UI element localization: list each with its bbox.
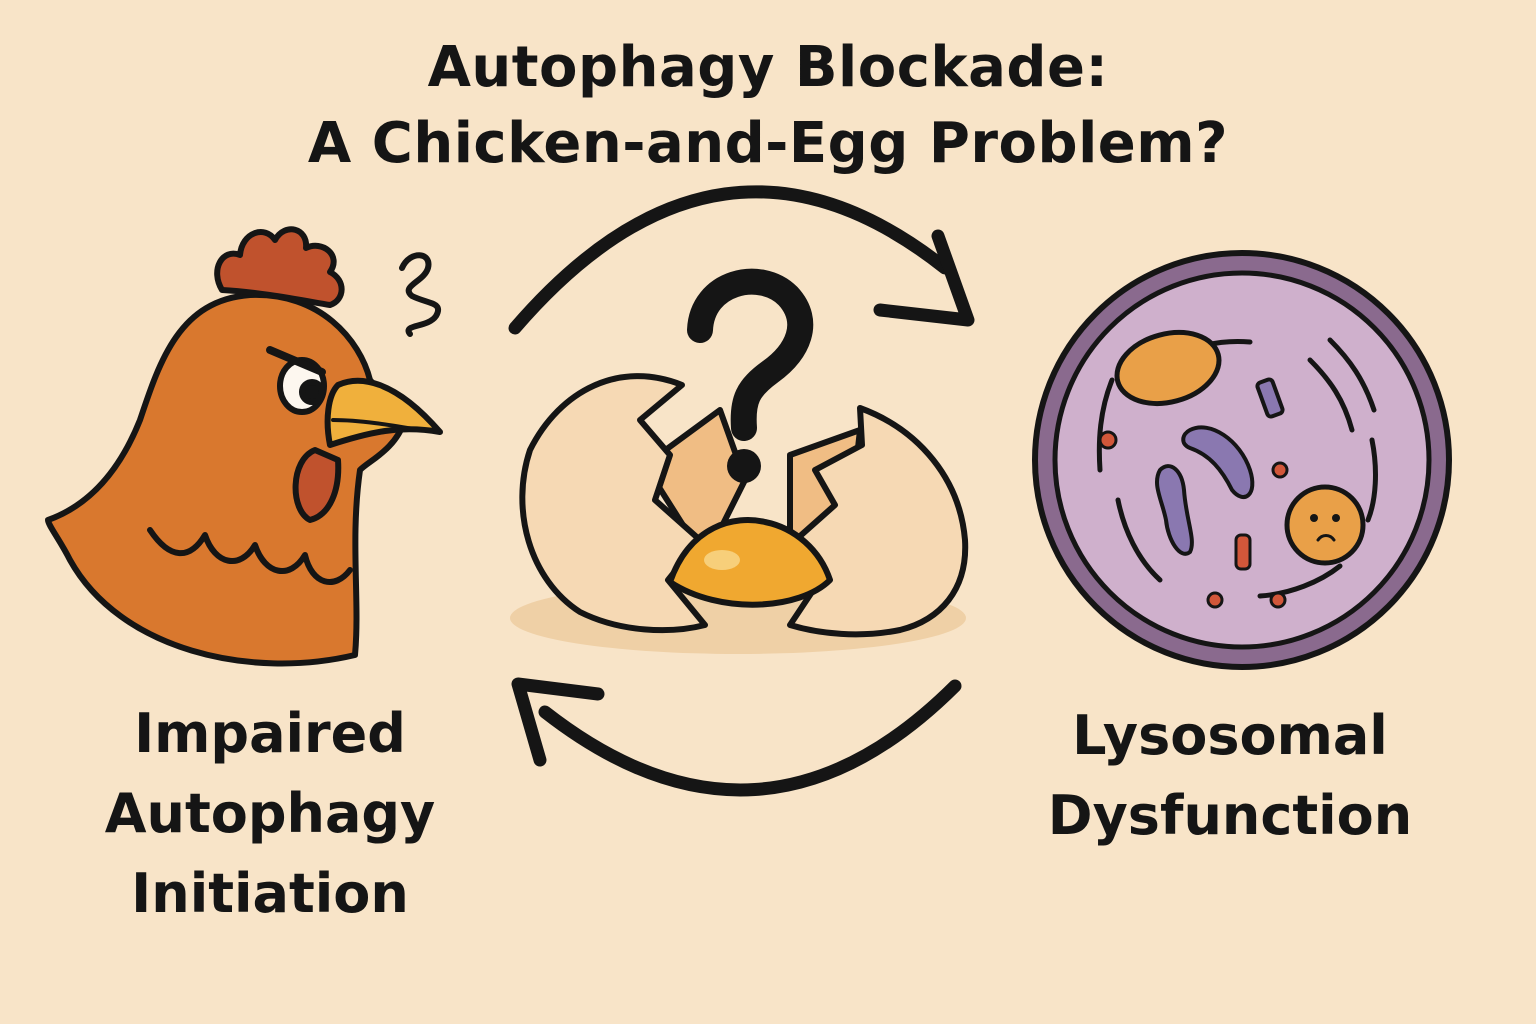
cycle-arrow-top — [508, 185, 975, 335]
label-line: Lysosomal — [1072, 704, 1388, 767]
confused-squiggle-icon — [399, 252, 441, 337]
label-line: Initiation — [131, 862, 409, 925]
lysosomal-dysfunction-label: Lysosomal Dysfunction — [1020, 696, 1440, 856]
label-line: Dysfunction — [1047, 784, 1413, 847]
title-line-2: A Chicken-and-Egg Problem? — [307, 111, 1229, 176]
cell-icon — [1032, 250, 1452, 670]
label-line: Impaired — [134, 702, 406, 765]
question-mark-icon — [687, 268, 814, 483]
cycle-arrow-bottom — [511, 677, 962, 797]
cracked-egg-icon — [510, 373, 969, 654]
label-line: Autophagy — [104, 782, 436, 845]
impaired-autophagy-label: Impaired Autophagy Initiation — [70, 694, 470, 934]
chicken-icon — [45, 226, 443, 667]
diagram-title: Autophagy Blockade: A Chicken-and-Egg Pr… — [0, 30, 1536, 182]
title-line-1: Autophagy Blockade: — [427, 35, 1109, 100]
